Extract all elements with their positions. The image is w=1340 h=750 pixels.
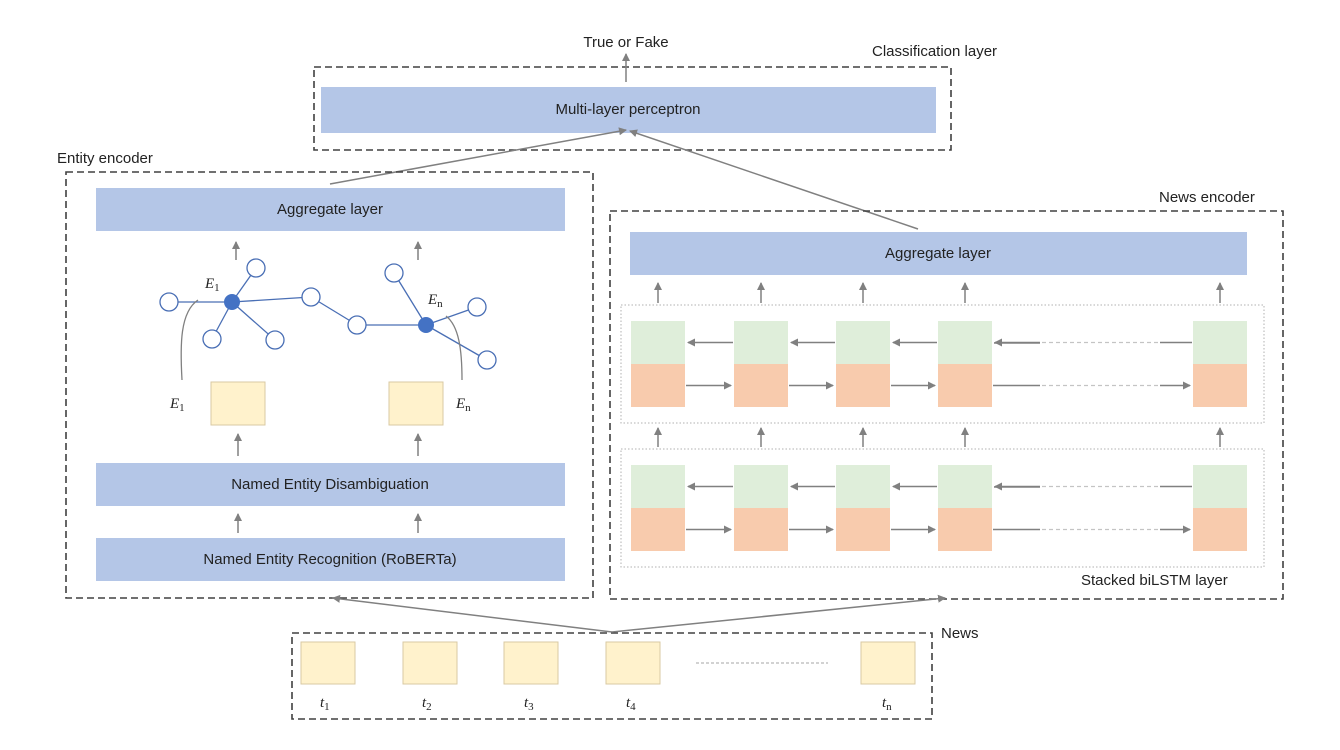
ner-label: Named Entity Recognition (RoBERTa) bbox=[203, 551, 456, 568]
graph-node bbox=[467, 297, 487, 317]
news-label: News bbox=[941, 625, 979, 642]
output-label: True or Fake bbox=[583, 34, 668, 51]
news-frame bbox=[291, 632, 933, 720]
entity-to-mlp-arrow bbox=[329, 127, 627, 185]
graph-node bbox=[301, 287, 321, 307]
graph-label-en: En bbox=[427, 292, 443, 310]
graph-label-e1: E1 bbox=[204, 276, 220, 294]
lstm-cell-backward bbox=[734, 465, 788, 508]
graph-node bbox=[384, 263, 404, 283]
entity-encoder-label: Entity encoder bbox=[57, 150, 153, 167]
lstm-cell-forward bbox=[734, 508, 788, 551]
token-box bbox=[402, 641, 458, 685]
lstm-cell-backward bbox=[836, 321, 890, 364]
token-label: t3 bbox=[524, 695, 534, 713]
news-to-entity-arrow bbox=[332, 594, 613, 633]
bilstm-upper-layer bbox=[620, 304, 1265, 424]
news-to-mlp-arrow bbox=[629, 129, 919, 230]
graph-node bbox=[159, 292, 179, 312]
mlp-label: Multi-layer perceptron bbox=[555, 101, 700, 118]
lstm-cell-forward bbox=[631, 508, 685, 551]
entity-embedding-e1 bbox=[210, 381, 266, 426]
news-to-news-encoder-arrow bbox=[611, 594, 946, 633]
ner-block bbox=[96, 538, 565, 581]
token-box bbox=[605, 641, 661, 685]
lstm-cell-forward bbox=[836, 508, 890, 551]
lstm-cell-backward bbox=[938, 321, 992, 364]
e1-link-curve bbox=[180, 299, 199, 381]
entity-embedding-en bbox=[388, 381, 444, 426]
embed-label-en: En bbox=[455, 396, 471, 414]
classification-layer-label: Classification layer bbox=[872, 43, 997, 60]
news-section: News t1 t2 t3 t4 tn bbox=[291, 594, 979, 720]
lstm-cell-forward bbox=[1193, 364, 1247, 407]
lstm-cell-backward bbox=[836, 465, 890, 508]
news-encoder-label: News encoder bbox=[1159, 189, 1255, 206]
token-label: t1 bbox=[320, 695, 330, 713]
token-label: tn bbox=[882, 695, 892, 713]
graph-node bbox=[202, 329, 222, 349]
lstm-cell-backward bbox=[1193, 321, 1247, 364]
lstm-cell-backward bbox=[631, 321, 685, 364]
ned-block bbox=[96, 463, 565, 506]
graph-node bbox=[347, 315, 367, 335]
news-aggregate-block bbox=[630, 232, 1247, 275]
token-box bbox=[860, 641, 916, 685]
classification-frame bbox=[313, 66, 952, 151]
classification-section: Classification layer True or Fake Multi-… bbox=[313, 34, 997, 151]
entity-node-en bbox=[418, 317, 434, 333]
graph-node bbox=[246, 258, 266, 278]
news-aggregate-label: Aggregate layer bbox=[885, 245, 991, 262]
graph-nodes bbox=[159, 258, 497, 370]
bilstm-label: Stacked biLSTM layer bbox=[1081, 572, 1228, 589]
news-encoder-frame bbox=[609, 210, 1284, 600]
bilstm-lower-layer bbox=[620, 448, 1265, 568]
lstm-cell-forward bbox=[836, 364, 890, 407]
lstm-cell-backward bbox=[1193, 465, 1247, 508]
entity-aggregate-label: Aggregate layer bbox=[277, 201, 383, 218]
lstm-cell-backward bbox=[734, 321, 788, 364]
lstm-cell-backward bbox=[938, 465, 992, 508]
ned-label: Named Entity Disambiguation bbox=[231, 476, 429, 493]
graph-node bbox=[265, 330, 285, 350]
lstm-cells bbox=[631, 282, 1247, 551]
mlp-block bbox=[321, 87, 936, 133]
lstm-cell-forward bbox=[631, 364, 685, 407]
token-label: t2 bbox=[422, 695, 432, 713]
embed-label-e1: E1 bbox=[169, 396, 185, 414]
lstm-cell-forward bbox=[1193, 508, 1247, 551]
graph-node bbox=[477, 350, 497, 370]
lstm-cell-forward bbox=[938, 364, 992, 407]
lstm-cell-forward bbox=[734, 364, 788, 407]
en-link-curve bbox=[445, 315, 463, 381]
entity-encoder-section: Entity encoder Aggregate layer bbox=[57, 150, 594, 599]
token-box bbox=[300, 641, 356, 685]
entity-encoder-frame bbox=[65, 171, 594, 599]
token-box bbox=[503, 641, 559, 685]
entity-node-e1 bbox=[224, 294, 240, 310]
lstm-cell-forward bbox=[938, 508, 992, 551]
lstm-cell-backward bbox=[631, 465, 685, 508]
entity-aggregate-block bbox=[96, 188, 565, 231]
token-label: t4 bbox=[626, 695, 636, 713]
news-encoder-section: News encoder Aggregate layer Stacked biL… bbox=[609, 189, 1284, 600]
